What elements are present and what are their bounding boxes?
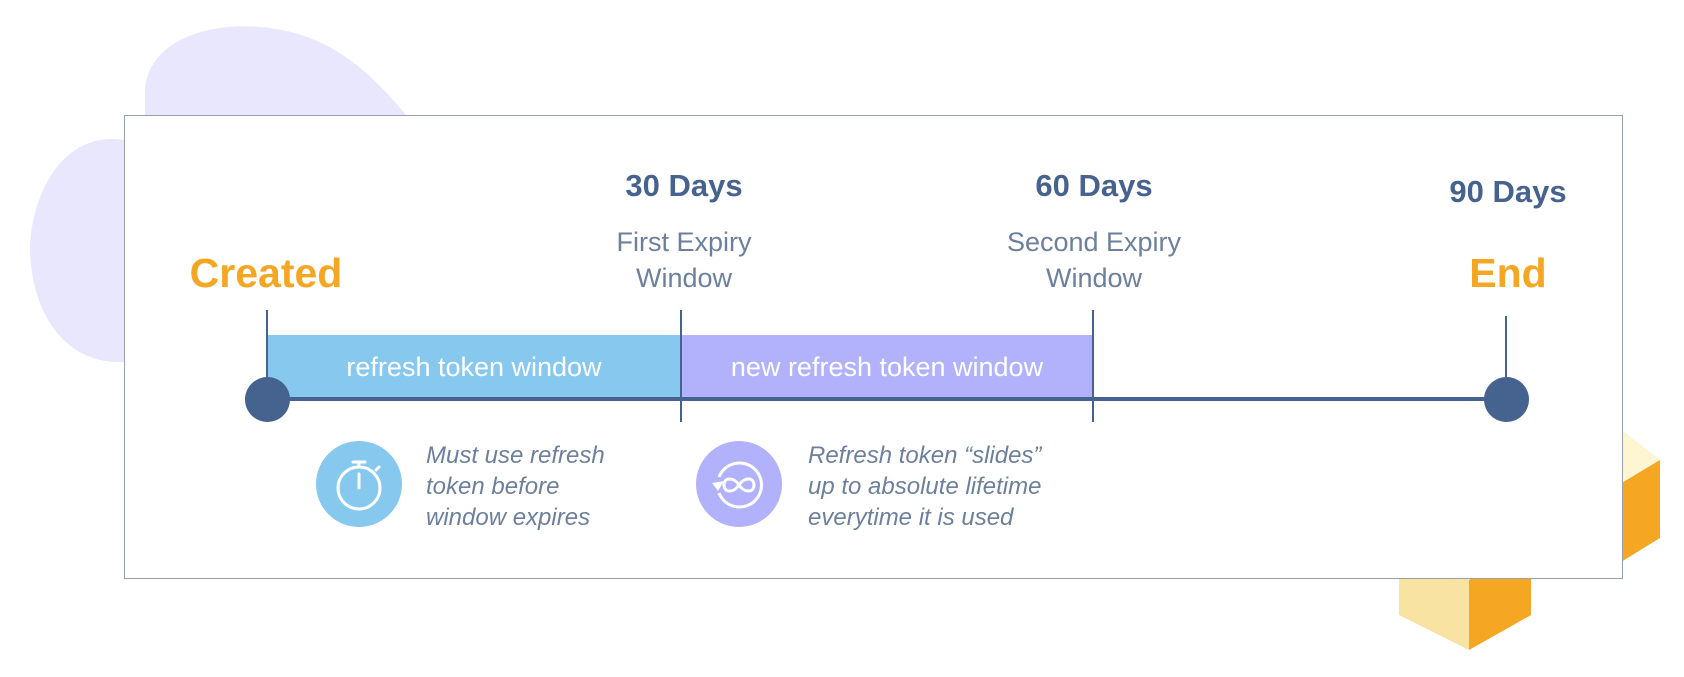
second-expiry-line1: Second Expiry [1006,227,1182,257]
second-expiry-line2: Window [1045,263,1143,293]
end-label: End [1469,250,1547,296]
tick-30-days [680,310,682,422]
tick-end [1505,316,1507,400]
note-2-line-2: up to absolute lifetime [808,473,1042,500]
milestone-30-days-label: 30 Days [625,168,743,203]
new-refresh-token-window-band: new refresh token window [682,335,1092,399]
stopwatch-icon [316,441,402,527]
first-expiry-window-label: First Expiry Window [554,224,814,296]
first-expiry-line1: First Expiry [616,227,752,257]
second-expiry-window-label: Second Expiry Window [964,224,1224,296]
milestone-60-days-label: 60 Days [1035,168,1153,203]
note-1-line-2: token before [426,473,560,500]
end-dot [1484,377,1529,422]
first-expiry-line2: Window [635,263,733,293]
milestone-90-days-label: 90 Days [1449,174,1567,209]
infinity-refresh-icon [696,441,782,527]
tick-created [266,310,268,400]
timeline-track [268,397,1506,401]
note-1-line-1: Must use refresh [426,442,605,469]
note-must-use-refresh: Must use refresh token before window exp… [426,440,726,533]
note-refresh-token-slides: Refresh token “slides” up to absolute li… [808,440,1128,533]
note-2-line-3: everytime it is used [808,504,1014,531]
refresh-token-window-band: refresh token window [268,335,680,399]
note-1-line-3: window expires [426,504,591,531]
created-dot [245,377,290,422]
tick-60-days [1092,310,1094,422]
note-2-line-1: Refresh token “slides” [808,442,1042,469]
created-label: Created [189,250,343,296]
